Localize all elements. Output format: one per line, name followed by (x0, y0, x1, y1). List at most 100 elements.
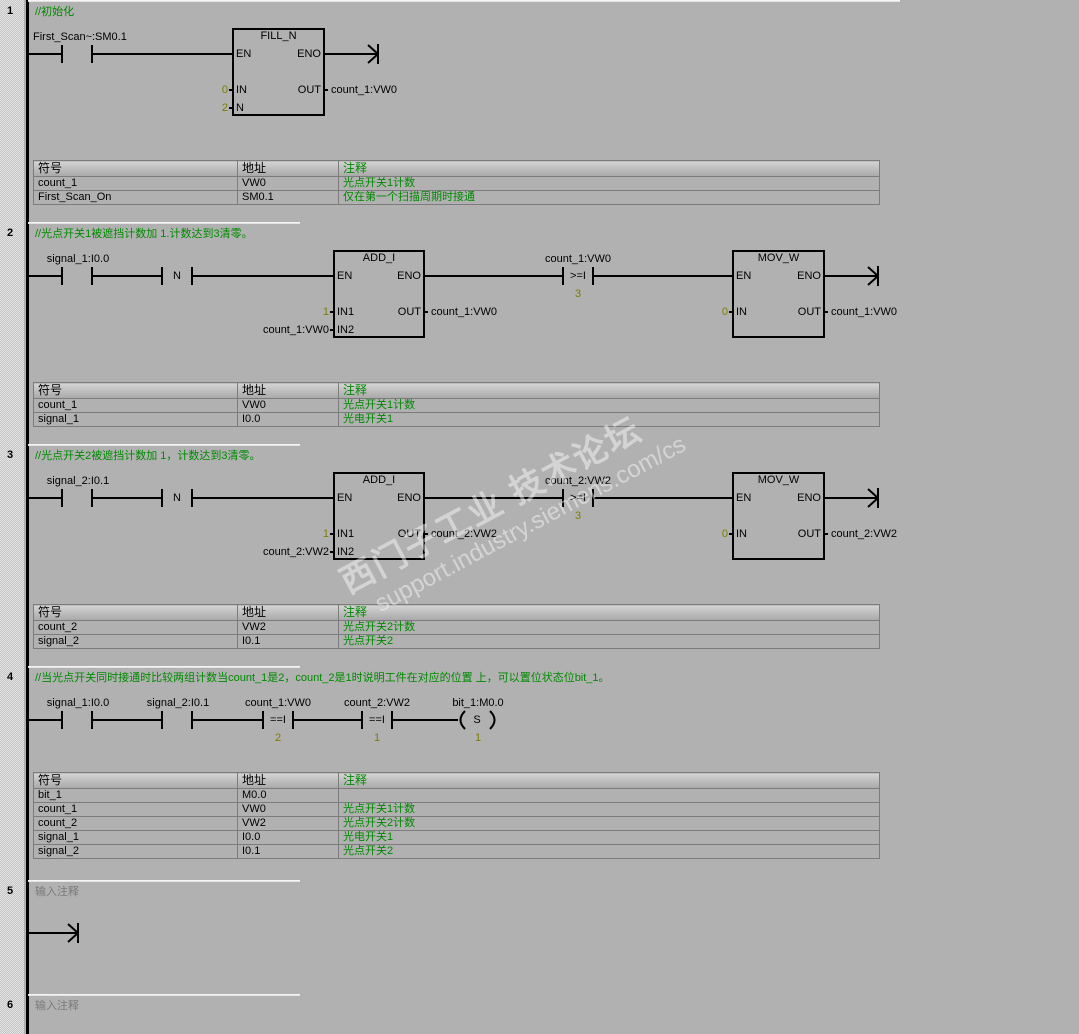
address-cell[interactable]: VW2 (237, 620, 339, 635)
symbol-cell[interactable]: signal_2 (33, 844, 238, 859)
fill-n-in2-value[interactable]: 2 (221, 102, 228, 114)
symbol-cell[interactable]: signal_1 (33, 830, 238, 845)
symbol-cell[interactable]: signal_2 (33, 634, 238, 649)
rung-graphics (0, 994, 1079, 1034)
compare-1-value[interactable]: 2 (274, 732, 282, 744)
contact-label[interactable]: signal_1:I0.0 (46, 253, 110, 265)
address-cell[interactable]: I0.0 (237, 830, 339, 845)
contact-2-label[interactable]: signal_2:I0.1 (146, 697, 210, 709)
coil-value[interactable]: 1 (474, 732, 482, 744)
mov-w-eno-pin: ENO (797, 270, 821, 282)
comment-cell[interactable]: 光电开关1 (338, 412, 880, 427)
symbol-cell[interactable]: count_1 (33, 176, 238, 191)
add-i-in2-value[interactable]: count_1:VW0 (262, 324, 329, 336)
compare-label[interactable]: count_1:VW0 (544, 253, 612, 265)
address-cell[interactable]: M0.0 (237, 788, 339, 803)
add-i-in1-pin: IN1 (337, 528, 355, 540)
compare-value[interactable]: 3 (574, 510, 582, 522)
comment-cell[interactable]: 仅在第一个扫描周期时接通 (338, 190, 880, 205)
contact-label[interactable]: signal_2:I0.1 (46, 475, 110, 487)
symbol-cell[interactable]: count_2 (33, 816, 238, 831)
address-cell[interactable]: SM0.1 (237, 190, 339, 205)
mov-w-in1-value[interactable]: 0 (721, 528, 728, 540)
add-i-in2-pin: IN2 (337, 546, 355, 558)
mov-w-out-value[interactable]: count_2:VW2 (831, 528, 898, 540)
address-cell[interactable]: I0.1 (237, 844, 339, 859)
add-i-out-value[interactable]: count_1:VW0 (431, 306, 498, 318)
address-cell[interactable]: VW0 (237, 176, 339, 191)
symbol-cell[interactable]: signal_1 (33, 412, 238, 427)
add-i-in1-value[interactable]: 1 (322, 306, 329, 318)
coil-right (489, 710, 496, 730)
symbol-table-header: 符号地址注释 (33, 604, 880, 621)
comment-cell[interactable]: 光电开关1 (338, 830, 880, 845)
address-cell[interactable]: I0.0 (237, 412, 339, 427)
comment-cell[interactable]: 光点开关1计数 (338, 176, 880, 191)
symbol-cell[interactable]: bit_1 (33, 788, 238, 803)
symbol-cell[interactable]: count_1 (33, 802, 238, 817)
network-separator (28, 666, 300, 668)
compare-value[interactable]: 3 (574, 288, 582, 300)
compare-2-value[interactable]: 1 (373, 732, 381, 744)
compare-2-label[interactable]: count_2:VW2 (343, 697, 411, 709)
end-arrow-icon (867, 488, 879, 499)
comment-cell[interactable]: 光点开关2 (338, 634, 880, 649)
network-number: 5 (7, 885, 14, 897)
power-rail (26, 0, 29, 1034)
symbol-cell[interactable]: count_1 (33, 398, 238, 413)
symbol-table-header: 符号地址注释 (33, 772, 880, 789)
network-comment[interactable]: 输入注释 (35, 1000, 79, 1012)
comment-cell[interactable]: 光点开关1计数 (338, 398, 880, 413)
add-i-in1-value[interactable]: 1 (322, 528, 329, 540)
network-comment[interactable]: //初始化 (35, 6, 75, 18)
mov-w-out-pin: OUT (797, 528, 821, 540)
add-i-en-pin: EN (337, 270, 353, 282)
column-header: 地址 (237, 772, 339, 789)
network-comment[interactable]: //光点开关2被遮挡计数加 1，计数达到3清零。 (35, 450, 261, 462)
comment-cell[interactable]: 光点开关1计数 (338, 802, 880, 817)
coil-label[interactable]: bit_1:M0.0 (452, 697, 504, 709)
add-i-out-value[interactable]: count_2:VW2 (431, 528, 498, 540)
compare-2-operator: ==I (369, 714, 385, 726)
comment-cell[interactable]: 光点开关2计数 (338, 816, 880, 831)
column-header: 地址 (237, 604, 339, 621)
fill-n-out-value[interactable]: count_1:VW0 (331, 84, 398, 96)
address-cell[interactable]: VW2 (237, 816, 339, 831)
symbol-cell[interactable]: First_Scan_On (33, 190, 238, 205)
address-cell[interactable]: VW0 (237, 802, 339, 817)
network-comment[interactable]: //当光点开关同时接通时比较两组计数当count_1是2，count_2是1时说… (35, 672, 610, 684)
symbol-cell[interactable]: count_2 (33, 620, 238, 635)
comment-cell[interactable]: 光点开关2 (338, 844, 880, 859)
contact-1-label[interactable]: signal_1:I0.0 (46, 697, 110, 709)
address-cell[interactable]: VW0 (237, 398, 339, 413)
comment-cell[interactable] (338, 788, 880, 803)
network-number: 3 (7, 449, 14, 461)
comment-cell[interactable]: 光点开关2计数 (338, 620, 880, 635)
mov-w-in1-value[interactable]: 0 (721, 306, 728, 318)
network-comment[interactable]: 输入注释 (35, 886, 79, 898)
address-cell[interactable]: I0.1 (237, 634, 339, 649)
column-header: 符号 (33, 382, 238, 399)
end-arrow-icon (67, 923, 79, 934)
network-comment[interactable]: //光点开关1被遮挡计数加 1.计数达到3清零。 (35, 228, 253, 240)
mov-w-eno-pin: ENO (797, 492, 821, 504)
add-i-eno-pin: ENO (397, 492, 421, 504)
network-4: 4//当光点开关同时接通时比较两组计数当count_1是2，count_2是1时… (0, 666, 1079, 880)
contact-label[interactable]: First_Scan~:SM0.1 (33, 31, 127, 43)
fill-n-in1-value[interactable]: 0 (221, 84, 228, 96)
add-i-in2-value[interactable]: count_2:VW2 (262, 546, 329, 558)
mov-w-out-value[interactable]: count_1:VW0 (831, 306, 898, 318)
compare-label[interactable]: count_2:VW2 (544, 475, 612, 487)
compare-1-label[interactable]: count_1:VW0 (244, 697, 312, 709)
